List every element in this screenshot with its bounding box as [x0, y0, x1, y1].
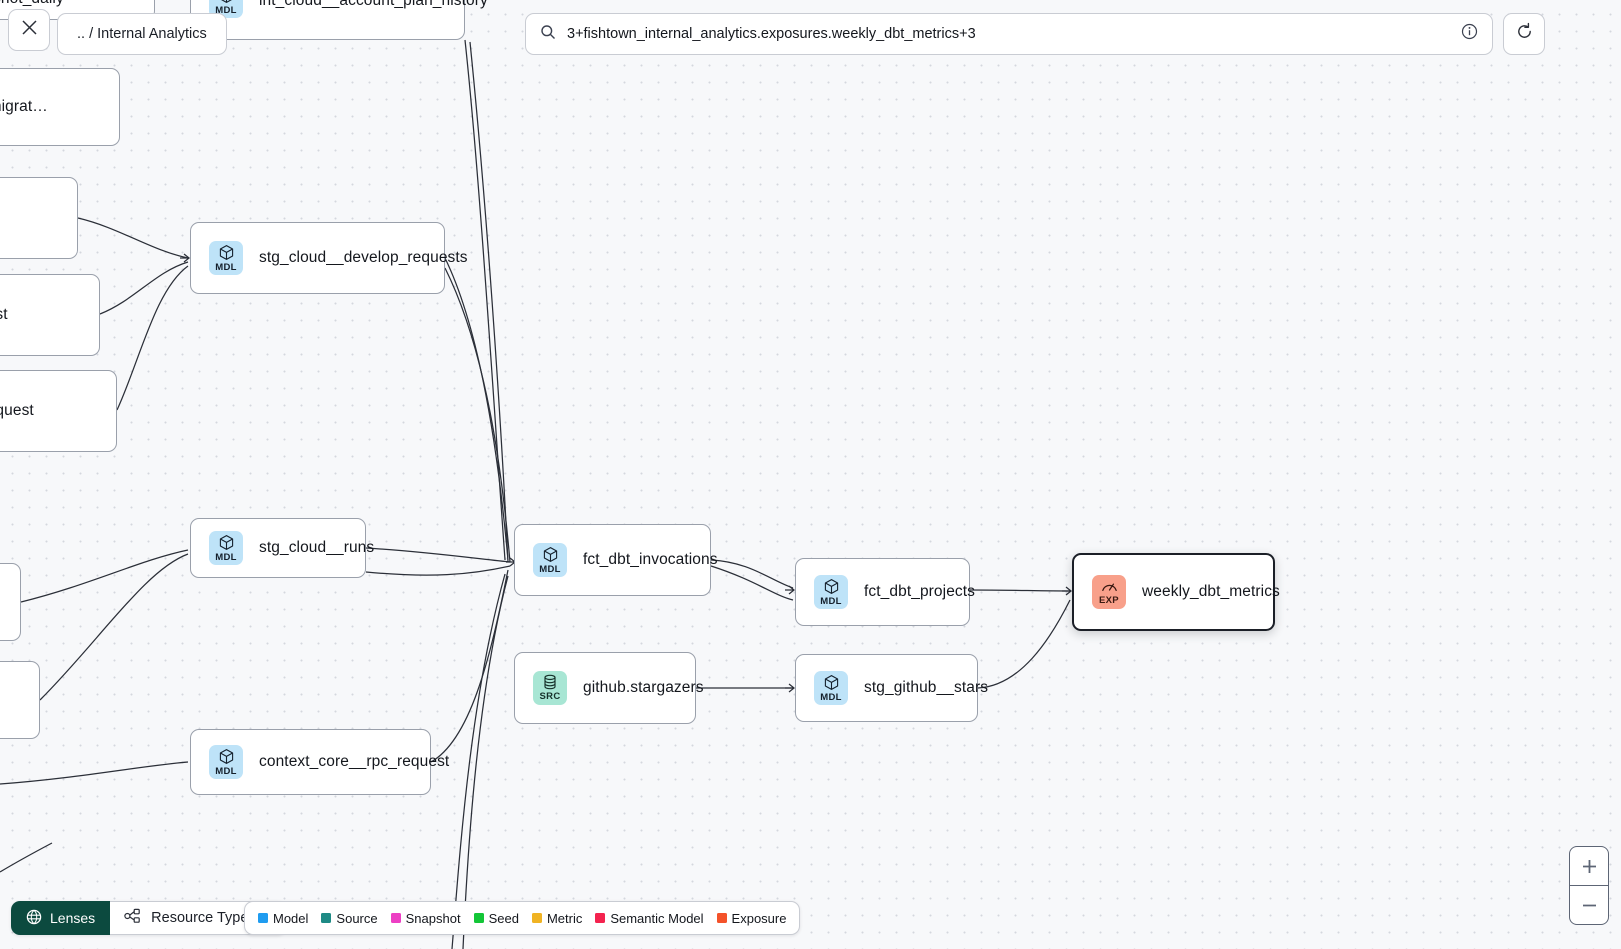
- graph-node-label: _develop_request: [0, 402, 34, 419]
- legend-item[interactable]: Snapshot: [390, 910, 461, 926]
- legend-label: Semantic Model: [610, 910, 704, 926]
- mdl-resource-badge: MDL: [209, 531, 243, 565]
- breadcrumb-label: .. / Internal Analytics: [77, 26, 207, 42]
- legend-swatch: [473, 913, 484, 923]
- graph-node[interactable]: EXP weekly_dbt_metrics: [1072, 553, 1280, 631]
- legend-swatch: [321, 913, 332, 923]
- refresh-button[interactable]: [1503, 13, 1545, 55]
- nodes-icon: [124, 908, 141, 928]
- lineage-search-bar[interactable]: 3+fishtown_internal_analytics.exposures.…: [525, 13, 1493, 55]
- graph-node[interactable]: MDL stg_github__stars: [795, 654, 988, 722]
- info-circle-icon[interactable]: [1461, 23, 1478, 45]
- legend-item[interactable]: Seed: [473, 910, 519, 926]
- graph-node-label: weekly_dbt_metrics: [1142, 583, 1280, 600]
- badge-label: EXP: [1099, 594, 1119, 606]
- graph-node[interactable]: MDL context_core__rpc_request: [190, 729, 449, 795]
- legend-swatch: [716, 913, 727, 923]
- legend-label: Source: [336, 910, 378, 926]
- legend-item[interactable]: Exposure: [716, 910, 787, 926]
- graph-node-label: velop_request: [0, 306, 8, 323]
- badge-label: MDL: [215, 765, 237, 777]
- mdl-resource-badge: MDL: [814, 671, 848, 705]
- cube-icon: [542, 546, 559, 563]
- graph-node[interactable]: op_request: [0, 177, 78, 259]
- badge-label: MDL: [539, 563, 561, 575]
- mdl-resource-badge: MDL: [814, 575, 848, 609]
- lenses-button[interactable]: Lenses: [11, 901, 111, 935]
- legend-label: Seed: [488, 910, 519, 926]
- cube-icon: [823, 674, 840, 691]
- graph-node-label: multicell_migrat…: [0, 98, 48, 115]
- database-icon: [542, 674, 558, 690]
- close-button[interactable]: [8, 9, 50, 51]
- cube-icon: [823, 578, 840, 595]
- resource-type-legend: Model Source Snapshot Seed Metric Semantic Mo…: [244, 901, 801, 935]
- graph-node[interactable]: MDL stg_cloud__develop_requests: [190, 222, 468, 294]
- legend-swatch: [595, 913, 606, 923]
- mdl-resource-badge: MDL: [533, 543, 567, 577]
- legend-label: Metric: [546, 910, 583, 926]
- legend-item[interactable]: Metric: [531, 910, 583, 926]
- graph-node[interactable]: multicell_migrat…: [0, 68, 120, 146]
- zoom-controls: [1569, 846, 1609, 925]
- graph-node[interactable]: SRC github.stargazers: [514, 652, 704, 724]
- legend-item[interactable]: Model: [258, 911, 308, 926]
- cube-icon: [218, 748, 235, 765]
- legend-swatch: [390, 913, 401, 923]
- graph-node[interactable]: MDL int_cloud__account_plan_history: [190, 0, 488, 40]
- exp-resource-badge: EXP: [1092, 575, 1126, 609]
- graph-node-label: github.stargazers: [583, 679, 704, 696]
- legend-label: Snapshot: [405, 910, 461, 926]
- badge-label: MDL: [820, 691, 842, 703]
- mdl-resource-badge: MDL: [209, 745, 243, 779]
- legend-label: Exposure: [731, 910, 787, 926]
- graph-node[interactable]: _run: [0, 661, 40, 739]
- close-icon: [21, 19, 38, 41]
- graph-node-label: context_core__rpc_request: [259, 753, 450, 770]
- legend-swatch: [531, 913, 542, 923]
- zoom-divider: [1570, 885, 1608, 886]
- mdl-resource-badge: MDL: [209, 241, 243, 275]
- graph-node-label: snapshot_daily: [0, 0, 64, 8]
- graph-node[interactable]: n: [0, 563, 21, 641]
- graph-node[interactable]: MDL fct_dbt_projects: [795, 558, 975, 626]
- cube-icon: [218, 534, 235, 551]
- resource-type-label: Resource Type: [151, 910, 249, 926]
- src-resource-badge: SRC: [533, 671, 567, 705]
- graph-node-label: fct_dbt_invocations: [583, 551, 718, 568]
- legend-item[interactable]: Semantic Model: [595, 910, 704, 926]
- badge-label: MDL: [820, 595, 842, 607]
- badge-label: MDL: [215, 551, 237, 563]
- legend-item[interactable]: Source: [321, 910, 378, 926]
- cube-icon: [218, 244, 235, 261]
- gauge-icon: [1101, 579, 1118, 594]
- search-input[interactable]: 3+fishtown_internal_analytics.exposures.…: [567, 26, 976, 42]
- zoom-in-button[interactable]: [1570, 847, 1608, 885]
- badge-label: SRC: [539, 691, 561, 702]
- graph-node[interactable]: _develop_request: [0, 370, 117, 452]
- graph-node-label: stg_cloud__runs: [259, 539, 375, 556]
- lens-globe-icon: [26, 909, 42, 928]
- graph-node-label: fct_dbt_projects: [864, 583, 976, 600]
- legend-swatch: [258, 913, 268, 923]
- badge-label: MDL: [215, 4, 237, 16]
- lenses-label: Lenses: [50, 910, 96, 926]
- zoom-out-button[interactable]: [1570, 886, 1608, 924]
- graph-node[interactable]: MDL fct_dbt_invocations: [514, 524, 718, 596]
- graph-node[interactable]: velop_request: [0, 274, 100, 356]
- search-icon: [540, 24, 556, 45]
- cube-icon: [218, 0, 235, 4]
- graph-node-label: int_cloud__account_plan_history: [259, 0, 488, 9]
- graph-node[interactable]: MDL stg_cloud__runs: [190, 518, 374, 578]
- graph-node-label: stg_cloud__develop_requests: [259, 249, 468, 266]
- badge-label: MDL: [215, 261, 237, 273]
- legend-label: Model: [273, 910, 309, 926]
- refresh-icon: [1515, 22, 1534, 46]
- graph-node-label: stg_github__stars: [864, 679, 989, 696]
- breadcrumb[interactable]: .. / Internal Analytics: [57, 13, 227, 55]
